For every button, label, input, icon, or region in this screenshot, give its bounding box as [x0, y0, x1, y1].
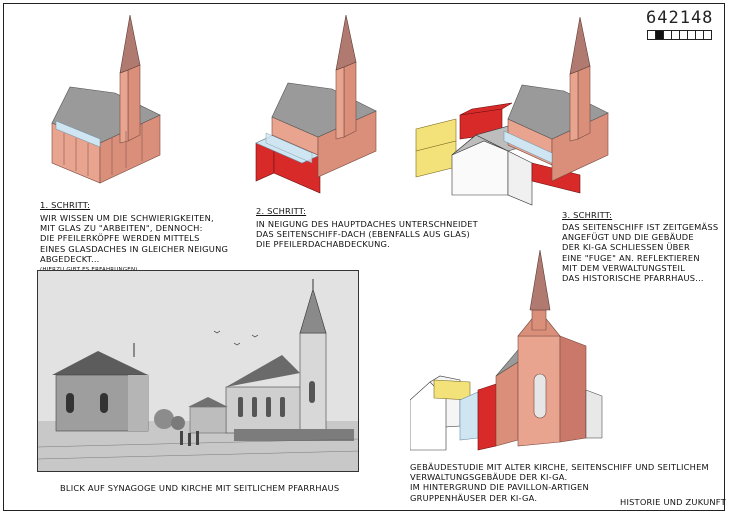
step3-text-line: DER KI-GA SCHLIEßEN ÜBER [562, 242, 690, 253]
step1-text-line: ABGEDECKT... [40, 253, 100, 264]
step1-heading: 1. SCHRITT: [40, 200, 91, 210]
step2-text-line: DAS SEITENSCHIFF-DACH (EBENFALLS AUS GLA… [256, 229, 470, 240]
step2-heading: 2. SCHRITT: [256, 206, 307, 216]
step3-text: DAS SEITENSCHIFF IST ZEITGEMÄßANGEFÜGT U… [562, 222, 718, 283]
step3-text-line: ANGEFÜGT UND DIE GEBÄUDE [562, 232, 694, 243]
historic-photo [37, 270, 359, 472]
step1-text-line: EINES GLASDACHES IN GLEICHER NEIGUNG [40, 243, 229, 254]
step3-text-line: DAS HISTORISCHE PFARRHAUS... [562, 273, 704, 284]
step3-text-line: DAS SEITENSCHIFF IST ZEITGEMÄß [562, 222, 719, 232]
building-study-caption-line: GRUPPENHÄUSER DER KI-GA. [410, 492, 538, 503]
building-study-caption-line: IM HINTERGRUND DIE PAVILLON-ARTIGEN [410, 482, 589, 493]
plan-index-boxes [647, 30, 712, 40]
step3-text-line: EINE "FUGE" AN. REFLEKTIEREN [562, 252, 700, 263]
step3-church-complex-drawing [415, 16, 609, 206]
step3-text-line: MIT DEM VERWALTUNGSTEIL [562, 262, 686, 273]
step1-text-line: DIE PFEILERKÖPFE WERDEN MITTELS [40, 233, 200, 244]
step1-text-line: MIT GLAS ZU "ARBEITEN", DENNOCH: [40, 223, 203, 234]
step2-text-line: IN NEIGUNG DES HAUPTDACHES UNTERSCHNEIDE… [256, 219, 478, 229]
step3-heading: 3. SCHRITT: [562, 210, 613, 220]
building-study-caption: GEBÄUDESTUDIE MIT ALTER KIRCHE, SEITENSC… [410, 462, 709, 503]
photo-caption: BLICK AUF SYNAGOGE UND KIRCHE MIT SEITLI… [60, 483, 340, 493]
drawing-border [3, 3, 725, 511]
plan-index-box [703, 30, 712, 40]
plan-number: 642148 [646, 8, 714, 28]
step2-church-drawing [255, 15, 377, 194]
historic-photo-illustration [38, 271, 358, 471]
footer-title: HISTORIE UND ZUKUNFT [620, 497, 726, 507]
building-study-caption-line: VERWALTUNGSGEBÄUDE DER KI-GA. [410, 472, 568, 483]
step2-text-line: DIE PFEILERDACHABDECKUNG. [256, 239, 390, 250]
building-study-drawing [410, 250, 603, 451]
building-study-caption-line: GEBÄUDESTUDIE MIT ALTER KIRCHE, SEITENSC… [410, 462, 709, 472]
step1-text: WIR WISSEN UM DIE SCHWIERIGKEITEN,MIT GL… [40, 213, 228, 264]
step2-text: IN NEIGUNG DES HAUPTDACHES UNTERSCHNEIDE… [256, 219, 478, 250]
step1-church-drawing [51, 15, 161, 184]
step1-text-line: WIR WISSEN UM DIE SCHWIERIGKEITEN, [40, 213, 214, 223]
